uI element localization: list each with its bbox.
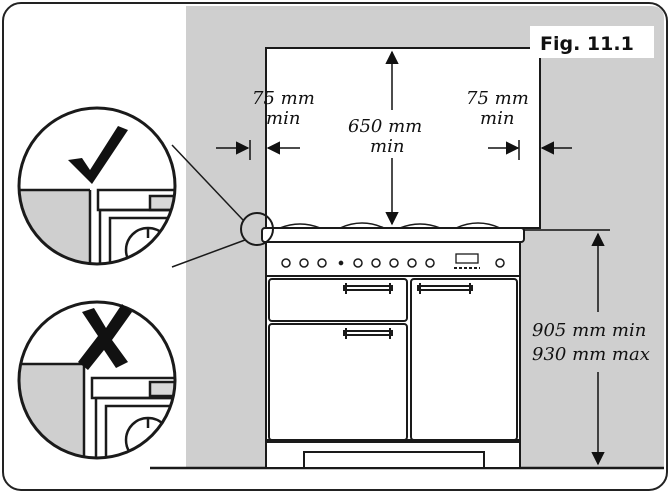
storage-drawer — [303, 451, 485, 469]
range-cooker — [261, 222, 525, 469]
right-oven-door — [410, 278, 518, 441]
above-clearance-dimension: 650 mm min — [348, 50, 422, 226]
control-knobs — [281, 258, 505, 268]
leader-line-bottom — [171, 239, 246, 268]
side-left-value: 75 mm — [252, 88, 315, 109]
oven-handles — [343, 283, 473, 339]
figure-label-box — [530, 26, 654, 58]
incorrect-callout — [17, 300, 177, 460]
check-mark-icon — [68, 126, 128, 184]
height-dimension: 905 mm min 930 mm max — [524, 229, 650, 466]
above-qualifier: min — [370, 136, 404, 157]
height-max: 930 mm max — [532, 344, 650, 365]
above-value: 650 mm — [348, 116, 422, 137]
cross-mark-icon — [78, 304, 132, 370]
correct-callout — [17, 106, 177, 266]
detail-marker — [240, 212, 274, 246]
side-clearance-right-dimension: 75 mm min — [466, 88, 572, 160]
height-min: 905 mm min — [532, 320, 646, 341]
hob — [261, 227, 525, 243]
side-right-value: 75 mm — [466, 88, 529, 109]
figure-label: Fig. 11.1 — [540, 33, 634, 55]
bottom-left-oven-door — [268, 323, 408, 441]
leader-line-top — [171, 144, 244, 221]
side-clearance-left-dimension: 75 mm min — [216, 88, 315, 160]
side-right-qualifier: min — [480, 108, 514, 129]
side-left-qualifier: min — [266, 108, 300, 129]
clock-display — [455, 253, 479, 264]
